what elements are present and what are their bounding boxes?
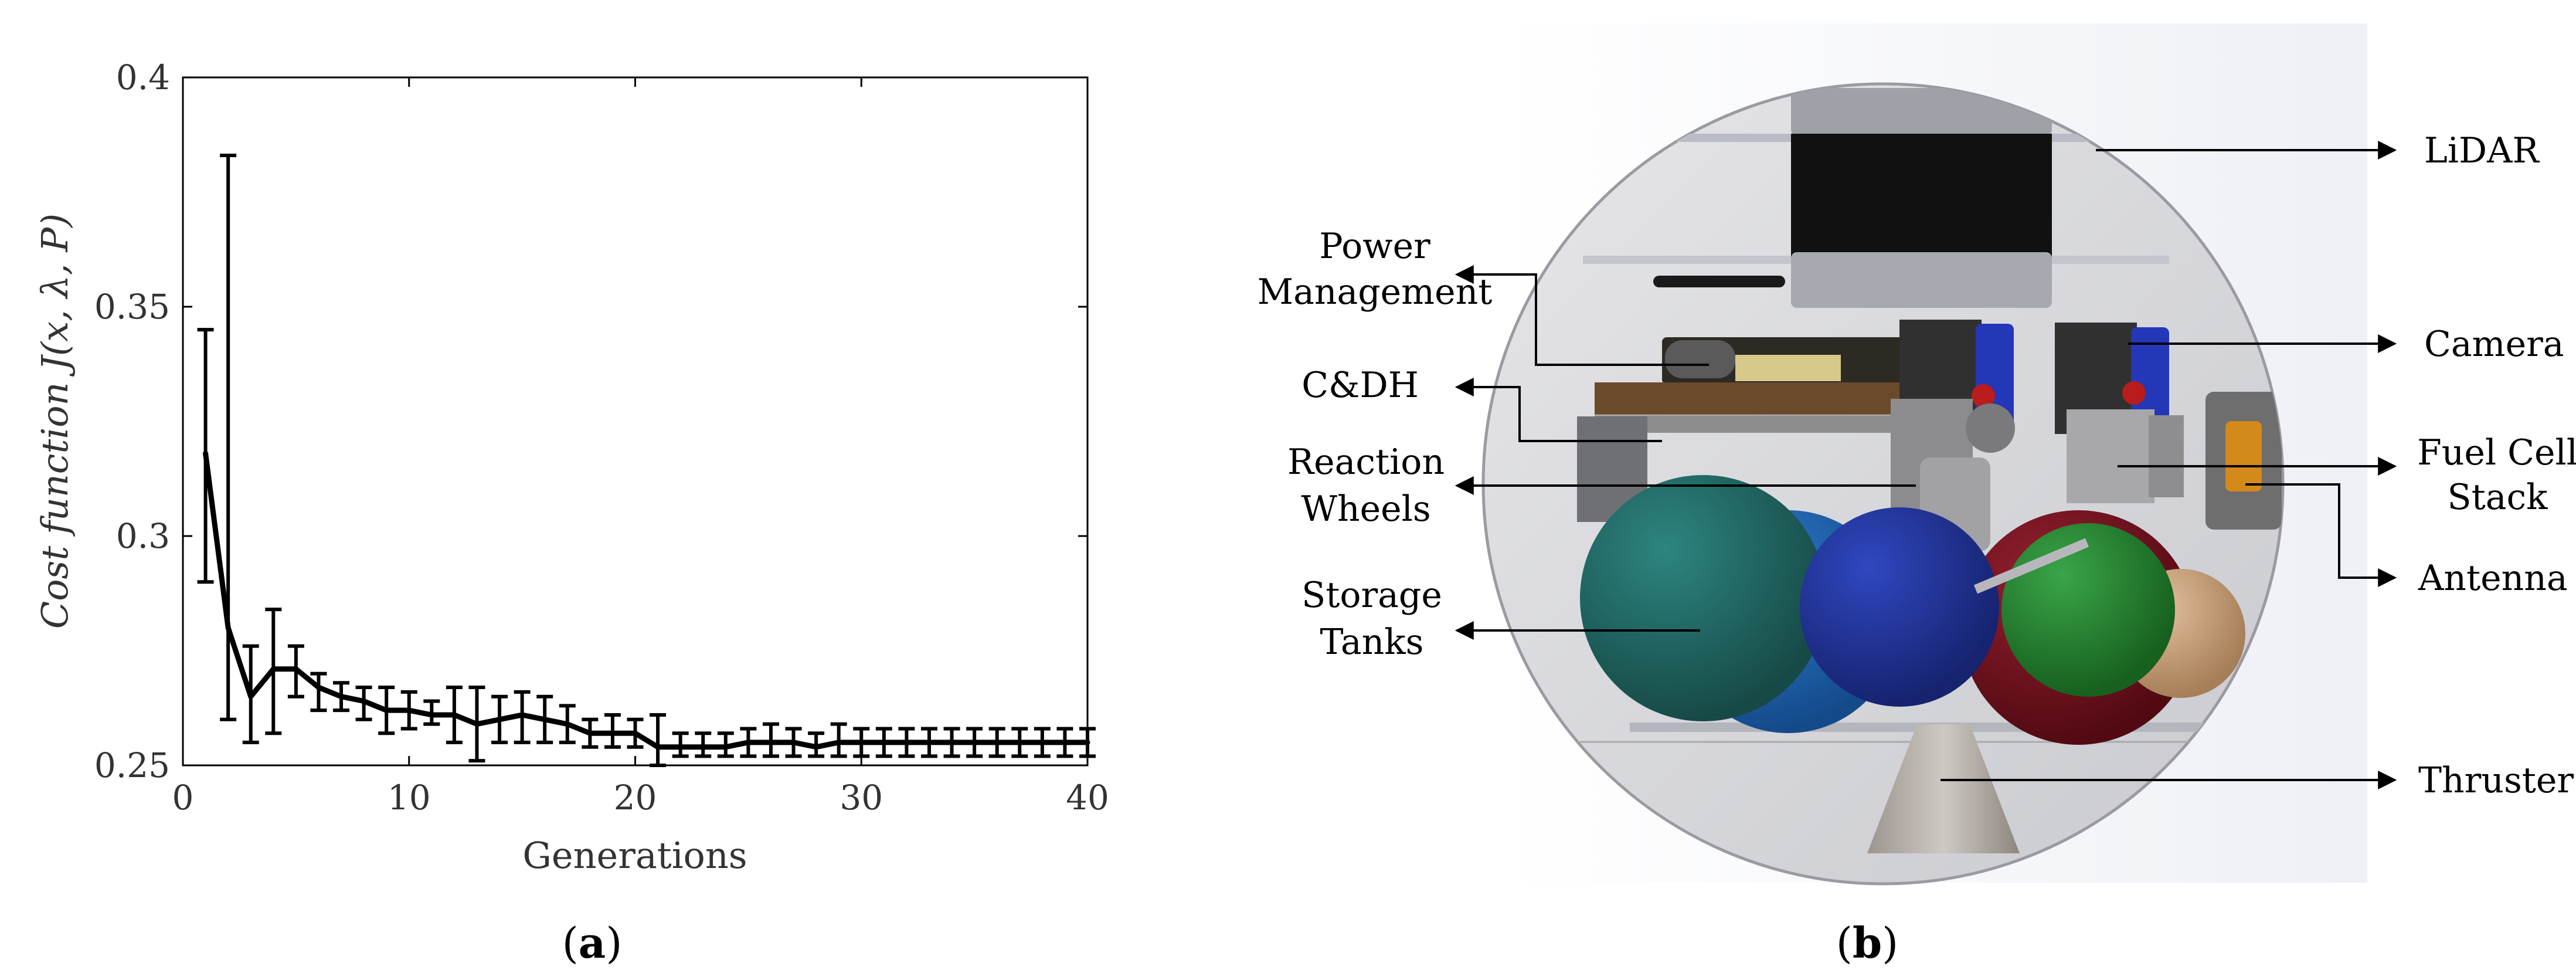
thruster-nozzle — [1867, 724, 2020, 853]
leader-power-real — [1454, 265, 1709, 366]
red-knob-2 — [2122, 381, 2146, 405]
label-stack: Stack — [2448, 477, 2548, 518]
label-reaction: Reaction — [1287, 442, 1445, 483]
label-management: Management — [1258, 272, 1493, 313]
plot-frame — [182, 76, 1089, 767]
cable — [1653, 276, 1785, 287]
tank-green — [2001, 523, 2175, 697]
mean-cost-line — [203, 450, 1090, 750]
label-fuel-cell: Fuel Cell — [2417, 432, 2576, 473]
caption-b: (b) — [1836, 918, 1899, 968]
tank-navy — [1800, 507, 1999, 707]
tank-teal — [1580, 475, 1826, 721]
camera-2-lens — [2131, 327, 2169, 436]
lidar-body — [1791, 134, 2052, 257]
label-tanks: Tanks — [1320, 622, 1424, 663]
leader-cdh — [1454, 378, 1662, 442]
x-tick-label: 40 — [1066, 778, 1109, 818]
y-tick-label: 0.3 — [116, 516, 170, 556]
fuel-cell-side — [2149, 415, 2184, 497]
lidar-base — [1791, 252, 2052, 308]
strut — [1973, 538, 2089, 594]
x-tick-label: 10 — [388, 778, 431, 818]
label-wheels: Wheels — [1301, 489, 1430, 530]
x-axis: 0 10 20 30 40 — [172, 77, 1109, 818]
antenna-patch — [2225, 421, 2262, 491]
red-knob-1 — [1972, 384, 1995, 408]
y-tick-label: 0.25 — [94, 745, 170, 785]
cdh-board-2 — [1595, 415, 1923, 433]
label-cdh: C&DH — [1301, 365, 1419, 406]
power-cylinder — [1665, 340, 1735, 378]
cdh-board — [1595, 382, 1905, 415]
reaction-wheel-hub — [1966, 403, 2015, 453]
x-tick-label: 0 — [172, 778, 194, 818]
power-yellow-part — [1735, 355, 1841, 381]
fuel-cell-box — [2067, 409, 2154, 503]
lidar-cap — [1791, 88, 2052, 138]
label-lidar: LiDAR — [2424, 130, 2540, 171]
y-axis-label: Cost function J(x, λ, P) — [33, 213, 76, 629]
leader-antenna — [2245, 483, 2397, 587]
y-tick-label: 0.4 — [116, 57, 170, 97]
label-camera: Camera — [2424, 324, 2564, 365]
x-tick-label: 30 — [840, 778, 883, 818]
panel-a-chart: 0.25 0.3 0.35 0.4 0 10 20 30 40 Generations Cos… — [33, 57, 1109, 968]
label-storage: Storage — [1301, 575, 1442, 616]
x-tick-label: 20 — [614, 778, 657, 818]
panel-b-cad-cutaway: Power Management C&DH Reaction Wheels St… — [1258, 23, 2576, 968]
label-thruster: Thruster — [2418, 760, 2574, 801]
x-axis-label: Generations — [522, 834, 747, 877]
y-tick-label: 0.35 — [94, 287, 170, 327]
label-antenna: Antenna — [2418, 558, 2568, 599]
caption-a: (a) — [562, 918, 623, 968]
label-power: Power — [1319, 226, 1430, 267]
y-axis: 0.25 0.3 0.35 0.4 — [94, 57, 1088, 785]
